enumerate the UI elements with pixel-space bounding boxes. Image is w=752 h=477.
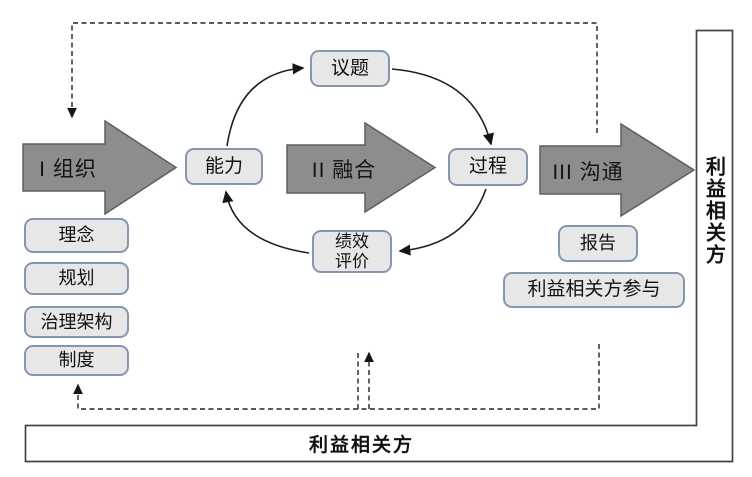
stage-arrow-communication <box>539 122 696 218</box>
feedback-dashed-bottom <box>73 344 600 410</box>
node-concept: 理念 <box>24 218 129 253</box>
cycle-arc-evaluation-to-capability <box>222 190 310 254</box>
stakeholder-bar-right: 利益相关方 <box>695 36 733 386</box>
node-planning: 规划 <box>24 262 129 295</box>
stage-label-integration: II 融合 <box>311 159 377 182</box>
node-process: 过程 <box>448 148 528 186</box>
stakeholder-bar-right-label: 利益相关方 <box>702 156 725 266</box>
feedback-dashed-top <box>67 22 598 133</box>
node-performance-evaluation: 绩效 评价 <box>312 230 392 273</box>
node-performance-evaluation-line1: 绩效 <box>335 232 369 252</box>
node-system: 制度 <box>24 345 129 376</box>
stage-arrow-integration <box>286 121 437 214</box>
stage-label-organization: I 组织 <box>39 158 97 181</box>
cycle-arc-capability-to-topics <box>226 63 305 147</box>
stakeholder-bar-bottom-label: 利益相关方 <box>308 435 414 456</box>
stakeholder-frame <box>24 29 734 463</box>
cycle-arc-process-to-evaluation <box>398 188 487 256</box>
node-report: 报告 <box>558 225 638 262</box>
cycle-arc-topics-to-process <box>391 68 494 146</box>
node-governance-structure: 治理架构 <box>24 306 129 338</box>
node-stakeholder-engagement: 利益相关方参与 <box>503 272 685 308</box>
stage-label-communication: III 沟通 <box>552 161 624 184</box>
node-performance-evaluation-line2: 评价 <box>335 251 369 271</box>
node-capability: 能力 <box>185 148 263 185</box>
stage-arrow-organization <box>22 119 178 216</box>
node-topics: 议题 <box>310 50 390 87</box>
